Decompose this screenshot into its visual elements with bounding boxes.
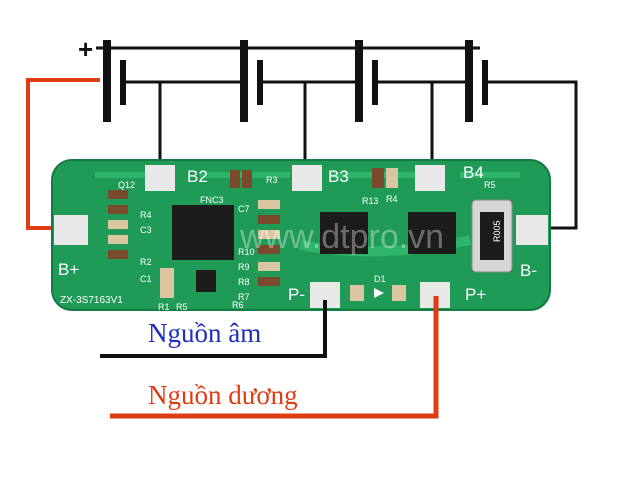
pad-b-minus — [516, 215, 548, 245]
battery-cell-1 — [103, 40, 126, 122]
silk-d1: D1 — [374, 274, 386, 284]
silk-r13: R13 — [362, 196, 379, 206]
ic-chip-mid — [320, 212, 368, 254]
label-b-plus: B+ — [58, 260, 79, 279]
shunt-label: R005 — [492, 220, 502, 242]
label-p-plus: P+ — [465, 285, 486, 304]
silk-c1: C1 — [140, 274, 152, 284]
battery-cell-4 — [465, 40, 488, 122]
pad-b4 — [415, 165, 445, 191]
silk-r4-b: R4 — [386, 194, 398, 204]
silk-r3: R3 — [266, 175, 278, 185]
battery-cell-2 — [240, 40, 263, 122]
silk-fnc3: FNC3 — [200, 195, 224, 205]
smd-components — [108, 168, 406, 301]
silk-c7: C7 — [238, 204, 250, 214]
silk-r4: R4 — [140, 210, 152, 220]
shunt-resistor-body — [480, 212, 504, 260]
battery-cell-3 — [355, 40, 378, 122]
silk-r1: R1 — [158, 302, 170, 312]
caption-negative: Nguồn âm — [148, 318, 262, 348]
caption-positive: Nguồn dương — [148, 380, 298, 410]
wire-b-plus — [26, 78, 100, 230]
board-model: ZX-3S7163V1 — [60, 295, 123, 306]
ic-chip-left — [172, 205, 234, 260]
wire-positive-output — [110, 296, 439, 419]
label-b-minus: B- — [520, 261, 537, 280]
silk-r8: R8 — [238, 277, 250, 287]
silk-r2: R2 — [140, 257, 152, 267]
label-p-minus: P- — [288, 285, 305, 304]
silk-r10: R10 — [238, 247, 255, 257]
wire-b-minus — [488, 80, 578, 230]
label-b3: B3 — [328, 167, 349, 186]
silk-q12: Q12 — [118, 180, 135, 190]
silk-r5: R5 — [176, 302, 188, 312]
silk-c3: C3 — [140, 225, 152, 235]
battery-pack: + — [78, 34, 488, 122]
ic-chip-right — [408, 212, 456, 254]
pad-b2 — [145, 165, 175, 191]
pad-b-plus — [54, 215, 88, 245]
pcb-substrate — [51, 159, 551, 311]
watermark: www.dtpro.vn — [239, 218, 444, 256]
label-b2: B2 — [187, 167, 208, 186]
silk-r6: R6 — [232, 300, 244, 310]
label-b4: B4 — [463, 163, 484, 182]
silk-r9: R9 — [238, 262, 250, 272]
pcb-board: B+ B2 B3 B4 B- P- P+ R005 — [51, 159, 551, 312]
pad-b3 — [292, 165, 322, 191]
silk-r5-b: R5 — [484, 180, 496, 190]
silk-r7: R7 — [238, 292, 250, 302]
wire-negative-output — [100, 300, 327, 358]
plus-sign: + — [78, 34, 93, 64]
